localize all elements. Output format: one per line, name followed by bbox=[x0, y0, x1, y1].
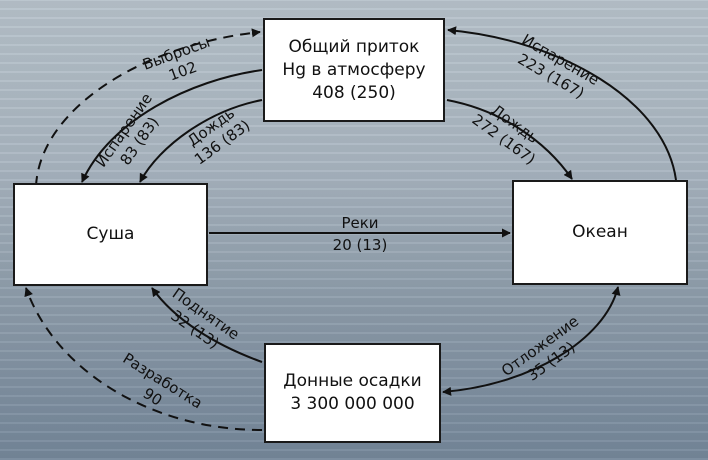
ocean-node: Океан bbox=[512, 180, 688, 285]
ocean-rain-arrow bbox=[446, 99, 573, 180]
ocean-evaporation-arrow bbox=[447, 26, 677, 181]
mining-name-label: Разработка bbox=[120, 349, 206, 412]
uplift-arrow bbox=[151, 287, 263, 363]
mining-arrow bbox=[24, 287, 263, 431]
sediments-node: Донные осадки 3 300 000 000 bbox=[264, 343, 441, 443]
land-label: Суша bbox=[86, 224, 135, 244]
atmosphere-title-line1: Общий приток bbox=[288, 36, 420, 57]
sediments-title: Донные осадки bbox=[283, 371, 422, 391]
rivers-value-label: 20 (13) bbox=[333, 236, 388, 254]
land-evaporation-arrow bbox=[81, 69, 263, 183]
land-node: Суша bbox=[13, 183, 208, 286]
ocean-label: Океан bbox=[572, 222, 628, 242]
atmosphere-node: Общий приток Hg в атмосферу 408 (250) bbox=[263, 18, 445, 122]
sediments-value: 3 300 000 000 bbox=[290, 394, 415, 414]
emissions-arrow bbox=[35, 28, 261, 187]
atmosphere-value: 408 (250) bbox=[312, 82, 396, 103]
deposition-arrow bbox=[442, 286, 621, 396]
atmosphere-title-line2: Hg в атмосферу bbox=[282, 59, 426, 80]
rivers-name-label: Реки bbox=[341, 214, 378, 232]
land-rain-arrow bbox=[139, 99, 263, 183]
